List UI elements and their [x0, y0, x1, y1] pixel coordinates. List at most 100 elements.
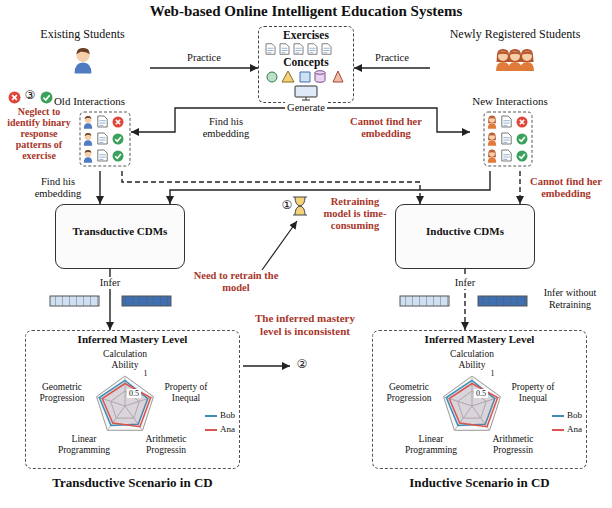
annotation: ① — [279, 199, 295, 213]
concept-icon — [333, 71, 343, 82]
node-text: Newly Registered Students — [430, 28, 600, 42]
student-icon — [75, 48, 92, 73]
exercise-icon — [294, 44, 303, 55]
edge-label: Infer — [455, 277, 475, 289]
wrong-mark — [113, 117, 124, 128]
wrong-mark — [517, 117, 528, 128]
node-text: Transductive CDMs — [56, 225, 184, 238]
model-box: Inductive CDMs — [395, 204, 535, 269]
student-icon — [520, 49, 534, 71]
annotation: Calculation Ability — [89, 349, 161, 371]
annotation: Property of Inequal — [506, 382, 560, 404]
annotation-box: Calculation Ability — [436, 349, 508, 371]
annotation: ② — [294, 358, 310, 372]
edge-label: Practice — [187, 52, 221, 64]
student-embedding — [122, 296, 171, 306]
legend-swatch — [205, 429, 217, 431]
annotation: Geometric Progression — [379, 382, 439, 404]
right-mark — [517, 134, 528, 145]
edge-label-box: Infer — [453, 277, 477, 289]
annotation: ③ — [22, 89, 38, 103]
annotation-box: Linear Programming — [400, 434, 462, 456]
exercise-icon — [98, 116, 107, 127]
exercise-icon — [98, 133, 107, 144]
annotation: 1 — [141, 369, 150, 378]
annotation: Infer without Retraining — [533, 287, 607, 310]
exercise-icon — [502, 116, 511, 127]
annotation: Linear Programming — [400, 434, 462, 456]
annotation-box: Neglect to identify binary response patt… — [2, 106, 76, 161]
annotation-box: ③ — [22, 89, 38, 103]
right-mark — [517, 151, 528, 162]
annotation: Cannot find her embedding — [340, 116, 432, 140]
annotation: Calculation Ability — [436, 349, 508, 371]
annotation-box: 1 — [488, 369, 497, 378]
resource-box: ExercisesConcepts — [258, 26, 354, 103]
student-icon — [488, 116, 496, 129]
annotation-box: Arithmetic Progressin — [135, 434, 197, 456]
node-text: Existing Students — [15, 28, 150, 42]
legend-swatch — [205, 415, 217, 417]
annotation: Inductive Scenario in CD — [372, 476, 587, 491]
annotation: The inferred mastery level is inconsiste… — [245, 312, 365, 337]
annotation: 1 — [488, 369, 497, 378]
annotation: Arithmetic Progressin — [135, 434, 197, 456]
annotation-box: Transductive Scenario in CD — [25, 476, 240, 491]
model-box: Transductive CDMs — [55, 204, 185, 269]
annotation-box: Cannot find her embedding — [340, 116, 432, 140]
node-text: New Interactions — [470, 95, 550, 108]
exercise-icon — [308, 44, 317, 55]
student-group: Newly Registered Students — [430, 28, 600, 88]
interaction-frame — [80, 112, 130, 166]
computer-icon — [295, 86, 317, 97]
legend-swatch — [552, 429, 564, 431]
right-mark — [41, 92, 53, 104]
annotation: Neglect to identify binary response patt… — [2, 106, 76, 161]
student-icon — [488, 150, 496, 163]
radar-chart — [97, 376, 154, 430]
leader-arrow — [243, 365, 290, 367]
node-text: Old Interactions — [48, 95, 131, 108]
annotation-box: Infer without Retraining — [533, 287, 607, 310]
edge-label-box: Practice — [373, 52, 411, 64]
annotation: 0.5 — [474, 389, 488, 398]
annotation-box: Arithmetic Progressin — [482, 434, 544, 456]
annotation-box: Calculation Ability — [89, 349, 161, 371]
connector — [354, 67, 430, 68]
annotation-box: Inductive Scenario in CD — [372, 476, 587, 491]
node-text: Inferred Mastery Level — [373, 333, 586, 346]
annotation: Need to retrain the model — [188, 270, 284, 294]
student-group: Existing Students — [15, 28, 150, 88]
legend-text: Bob — [220, 410, 235, 420]
embedding-cells — [122, 296, 171, 306]
annotation-box: Retraining model is time-consuming — [316, 196, 394, 232]
interaction-frame — [484, 112, 532, 166]
node-text: Exercises — [259, 29, 353, 42]
student-icon — [84, 150, 92, 163]
leader-arrow — [262, 221, 297, 270]
edge-label-box: Generate — [285, 102, 327, 114]
student-icon — [84, 133, 92, 146]
annotation: Arithmetic Progressin — [482, 434, 544, 456]
student-embedding — [478, 296, 527, 306]
connector — [170, 171, 490, 204]
edge-label: Generate — [287, 102, 325, 114]
legend-text: Bob — [567, 410, 582, 420]
annotation: Property of Inequal — [159, 382, 213, 404]
legend-item: Bob — [205, 410, 235, 420]
connector — [519, 171, 520, 204]
right-mark — [113, 151, 124, 162]
edge-label: Cannot find her embedding — [530, 176, 602, 200]
exercise-icon — [502, 133, 511, 144]
embedding-cells — [478, 296, 527, 306]
computer-icon — [302, 97, 310, 100]
title: Web-based Online Intelligent Education S… — [0, 3, 612, 20]
annotation-box: The inferred mastery level is inconsiste… — [245, 312, 365, 337]
legend-item: Ana — [205, 424, 235, 434]
concept-icon — [315, 71, 325, 75]
concept-icon — [300, 72, 310, 82]
student-icon — [488, 133, 496, 146]
edge-label: Find his embedding — [22, 176, 94, 200]
interaction-group: New Interactions — [470, 95, 550, 171]
interaction-group: Old Interactions — [48, 95, 131, 171]
